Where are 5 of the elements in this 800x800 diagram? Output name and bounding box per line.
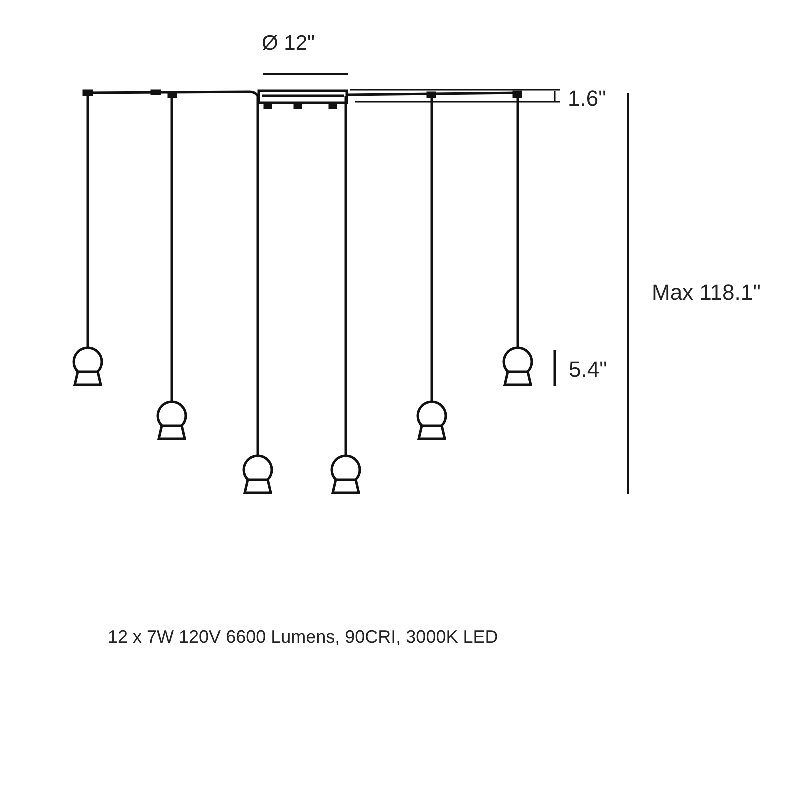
max-length-label: Max 118.1" (652, 279, 761, 307)
shade-height-label: 5.4" (569, 356, 608, 384)
height-label: 1.6" (568, 85, 606, 113)
specification-caption: 12 x 7W 120V 6600 Lumens, 90CRI, 3000K LED (108, 626, 498, 649)
diameter-label: Ø 12" (262, 31, 315, 57)
